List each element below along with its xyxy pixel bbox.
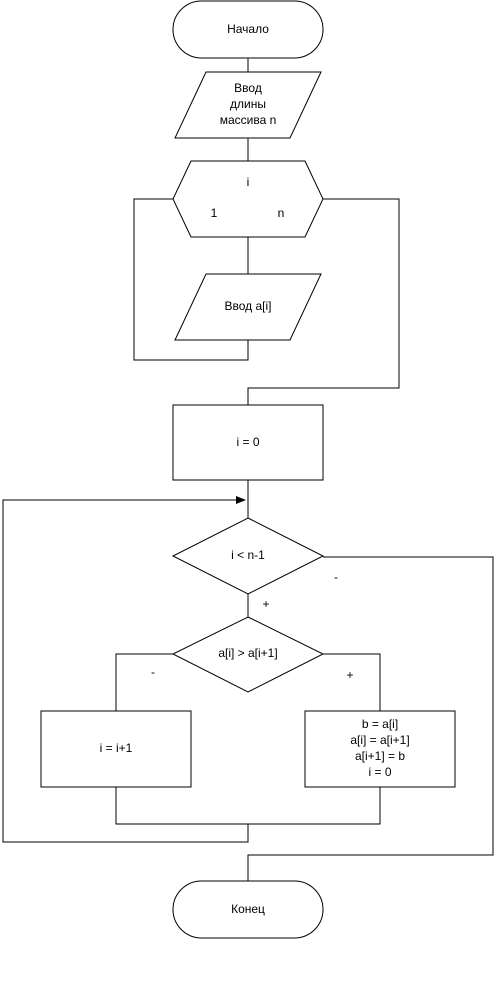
connector-inner-plus — [323, 653, 381, 711]
loop-hexagon — [172, 160, 324, 238]
connector-loop-return — [133, 198, 249, 361]
inner-condition-label: a[i] > a[i+1] — [218, 646, 277, 660]
connector-back-loop — [2, 496, 249, 843]
input-length-line-3: массива n — [220, 113, 277, 127]
input-length-line-1: Ввод — [234, 81, 262, 95]
inner-plus-label: + — [346, 668, 353, 682]
swap-line-2: a[i] = a[i+1] — [350, 733, 409, 747]
input-element-parallelogram — [174, 273, 322, 341]
end-label: Конец — [231, 902, 265, 916]
connector-inner-minus — [115, 653, 173, 711]
loop-to: n — [278, 206, 285, 220]
swap-line-1: b = a[i] — [362, 717, 398, 731]
outer-condition-diamond — [171, 517, 325, 595]
inner-condition-diamond — [171, 616, 325, 693]
swap-line-3: a[i+1] = b — [355, 749, 405, 763]
outer-condition-label: i < n-1 — [231, 548, 265, 562]
init-process — [172, 404, 324, 481]
loop-variable: i — [247, 175, 250, 189]
outer-plus-label: + — [262, 597, 269, 611]
increment-process — [40, 710, 192, 788]
increment-label: i = i+1 — [100, 741, 133, 755]
start-terminator — [172, 0, 324, 59]
connector-outer-minus — [247, 556, 494, 881]
connector-loop-exit — [247, 198, 400, 405]
swap-line-4: i = 0 — [368, 765, 391, 779]
connector-merge — [115, 787, 381, 825]
init-label: i = 0 — [236, 435, 259, 449]
loop-from: 1 — [211, 206, 218, 220]
input-length-parallelogram — [174, 71, 322, 139]
swap-process — [304, 710, 456, 788]
outer-minus-label: - — [334, 570, 338, 584]
start-label: Начало — [227, 22, 269, 36]
inner-minus-label: - — [151, 665, 155, 679]
input-element-label: Ввод a[i] — [225, 299, 272, 313]
input-length-line-2: длины — [230, 97, 266, 111]
end-terminator — [172, 880, 324, 939]
